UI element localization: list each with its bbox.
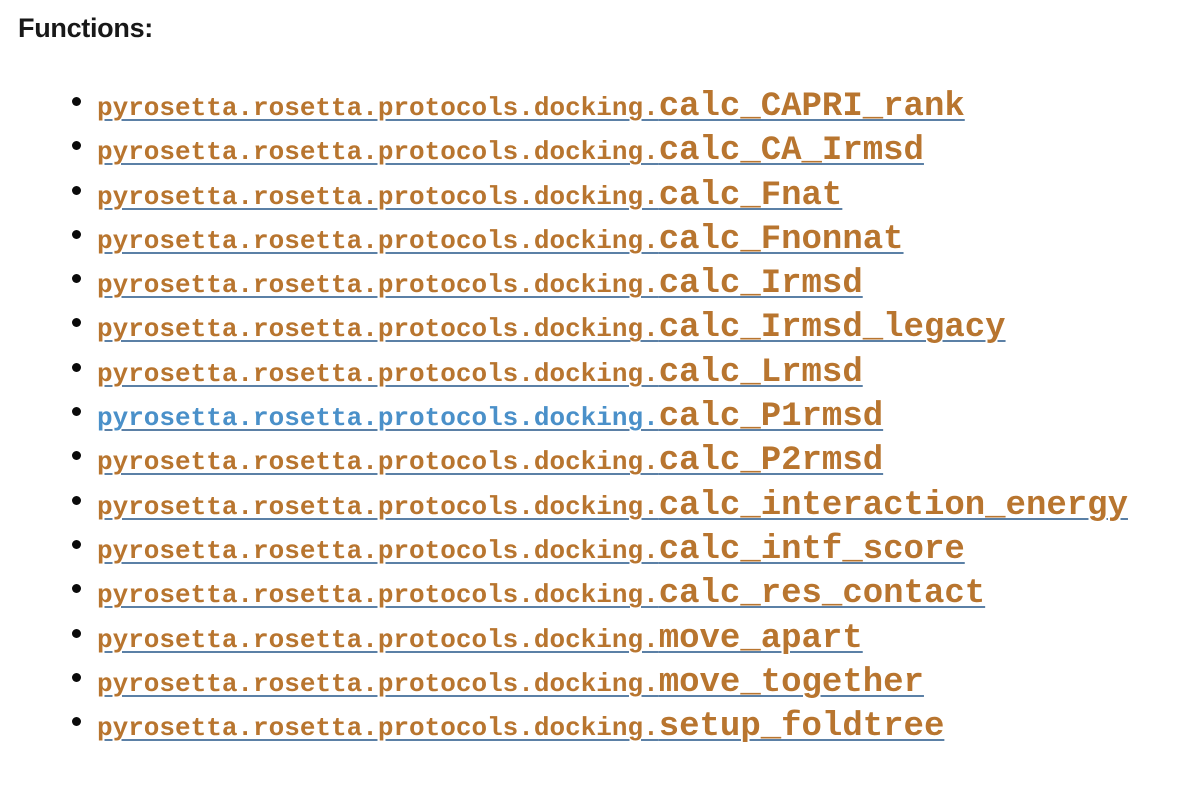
function-name: calc_Fnat — [658, 176, 843, 215]
function-link[interactable]: pyrosetta.rosetta.protocols.docking.calc… — [97, 309, 1006, 347]
module-path: pyrosetta.rosetta.protocols.docking. — [97, 225, 659, 256]
function-name: calc_CAPRI_rank — [658, 88, 965, 126]
module-path: pyrosetta.rosetta.protocols.docking. — [97, 491, 659, 522]
function-link[interactable]: pyrosetta.rosetta.protocols.docking.calc… — [97, 575, 985, 613]
function-list-item: pyrosetta.rosetta.protocols.docking.calc… — [72, 84, 1198, 128]
function-list-item: pyrosetta.rosetta.protocols.docking.calc… — [72, 305, 1198, 349]
function-name: setup_foldtree — [658, 708, 945, 747]
function-link[interactable]: pyrosetta.rosetta.protocols.docking.calc… — [97, 442, 883, 480]
module-path: pyrosetta.rosetta.protocols.docking. — [97, 713, 659, 744]
function-list-item: pyrosetta.rosetta.protocols.docking.move… — [72, 660, 1198, 704]
function-link[interactable]: pyrosetta.rosetta.protocols.docking.move… — [97, 620, 863, 658]
function-list-item: pyrosetta.rosetta.protocols.docking.calc… — [72, 527, 1198, 571]
module-path: pyrosetta.rosetta.protocols.docking. — [97, 580, 659, 611]
function-name: calc_P1rmsd — [658, 398, 884, 437]
module-path: pyrosetta.rosetta.protocols.docking. — [97, 403, 659, 434]
function-link[interactable]: pyrosetta.rosetta.protocols.docking.calc… — [97, 487, 1128, 525]
function-name: calc_Irmsd_legacy — [658, 309, 1006, 348]
module-path: pyrosetta.rosetta.protocols.docking. — [97, 447, 659, 478]
function-list-item: pyrosetta.rosetta.protocols.docking.calc… — [72, 571, 1198, 615]
function-list-item: pyrosetta.rosetta.protocols.docking.calc… — [72, 173, 1198, 217]
module-path: pyrosetta.rosetta.protocols.docking. — [97, 181, 659, 212]
function-link[interactable]: pyrosetta.rosetta.protocols.docking.calc… — [97, 132, 924, 170]
function-name: calc_intf_score — [658, 530, 965, 569]
function-name: calc_Irmsd — [658, 265, 863, 304]
function-link[interactable]: pyrosetta.rosetta.protocols.docking.calc… — [97, 177, 842, 215]
function-link[interactable]: pyrosetta.rosetta.protocols.docking.calc… — [97, 221, 904, 259]
function-list-item: pyrosetta.rosetta.protocols.docking.calc… — [72, 128, 1198, 172]
function-list-item: pyrosetta.rosetta.protocols.docking.calc… — [72, 350, 1198, 394]
function-list-item: pyrosetta.rosetta.protocols.docking.calc… — [72, 217, 1198, 261]
functions-heading: Functions: — [18, 13, 153, 43]
function-link[interactable]: pyrosetta.rosetta.protocols.docking.calc… — [97, 398, 883, 436]
function-link[interactable]: pyrosetta.rosetta.protocols.docking.setu… — [97, 708, 944, 746]
module-path: pyrosetta.rosetta.protocols.docking. — [97, 137, 659, 168]
function-name: calc_res_contact — [658, 575, 986, 614]
function-link[interactable]: pyrosetta.rosetta.protocols.docking.calc… — [97, 531, 965, 569]
function-list-item: pyrosetta.rosetta.protocols.docking.calc… — [72, 438, 1198, 482]
function-name: calc_Fnonnat — [658, 220, 904, 259]
module-path: pyrosetta.rosetta.protocols.docking. — [97, 270, 659, 301]
module-path: pyrosetta.rosetta.protocols.docking. — [97, 668, 659, 699]
function-list-item: pyrosetta.rosetta.protocols.docking.calc… — [72, 394, 1198, 438]
module-path: pyrosetta.rosetta.protocols.docking. — [97, 93, 659, 123]
module-path: pyrosetta.rosetta.protocols.docking. — [97, 314, 659, 345]
function-name: move_together — [658, 663, 924, 702]
module-path: pyrosetta.rosetta.protocols.docking. — [97, 535, 659, 566]
function-name: calc_Lrmsd — [658, 353, 863, 392]
function-list-item: pyrosetta.rosetta.protocols.docking.calc… — [72, 261, 1198, 305]
function-link[interactable]: pyrosetta.rosetta.protocols.docking.calc… — [97, 354, 863, 392]
function-list-item: pyrosetta.rosetta.protocols.docking.move… — [72, 616, 1198, 660]
module-path: pyrosetta.rosetta.protocols.docking. — [97, 624, 659, 655]
module-path: pyrosetta.rosetta.protocols.docking. — [97, 358, 659, 389]
function-name: calc_P2rmsd — [658, 442, 884, 481]
function-name: calc_interaction_energy — [658, 486, 1128, 525]
function-link[interactable]: pyrosetta.rosetta.protocols.docking.calc… — [97, 88, 965, 126]
function-link[interactable]: pyrosetta.rosetta.protocols.docking.move… — [97, 664, 924, 702]
function-name: move_apart — [658, 619, 863, 658]
function-list-item: pyrosetta.rosetta.protocols.docking.calc… — [72, 483, 1198, 527]
function-link[interactable]: pyrosetta.rosetta.protocols.docking.calc… — [97, 265, 863, 303]
functions-list: pyrosetta.rosetta.protocols.docking.calc… — [0, 84, 1198, 748]
function-name: calc_CA_Irmsd — [658, 132, 924, 171]
function-list-item: pyrosetta.rosetta.protocols.docking.setu… — [72, 704, 1198, 748]
